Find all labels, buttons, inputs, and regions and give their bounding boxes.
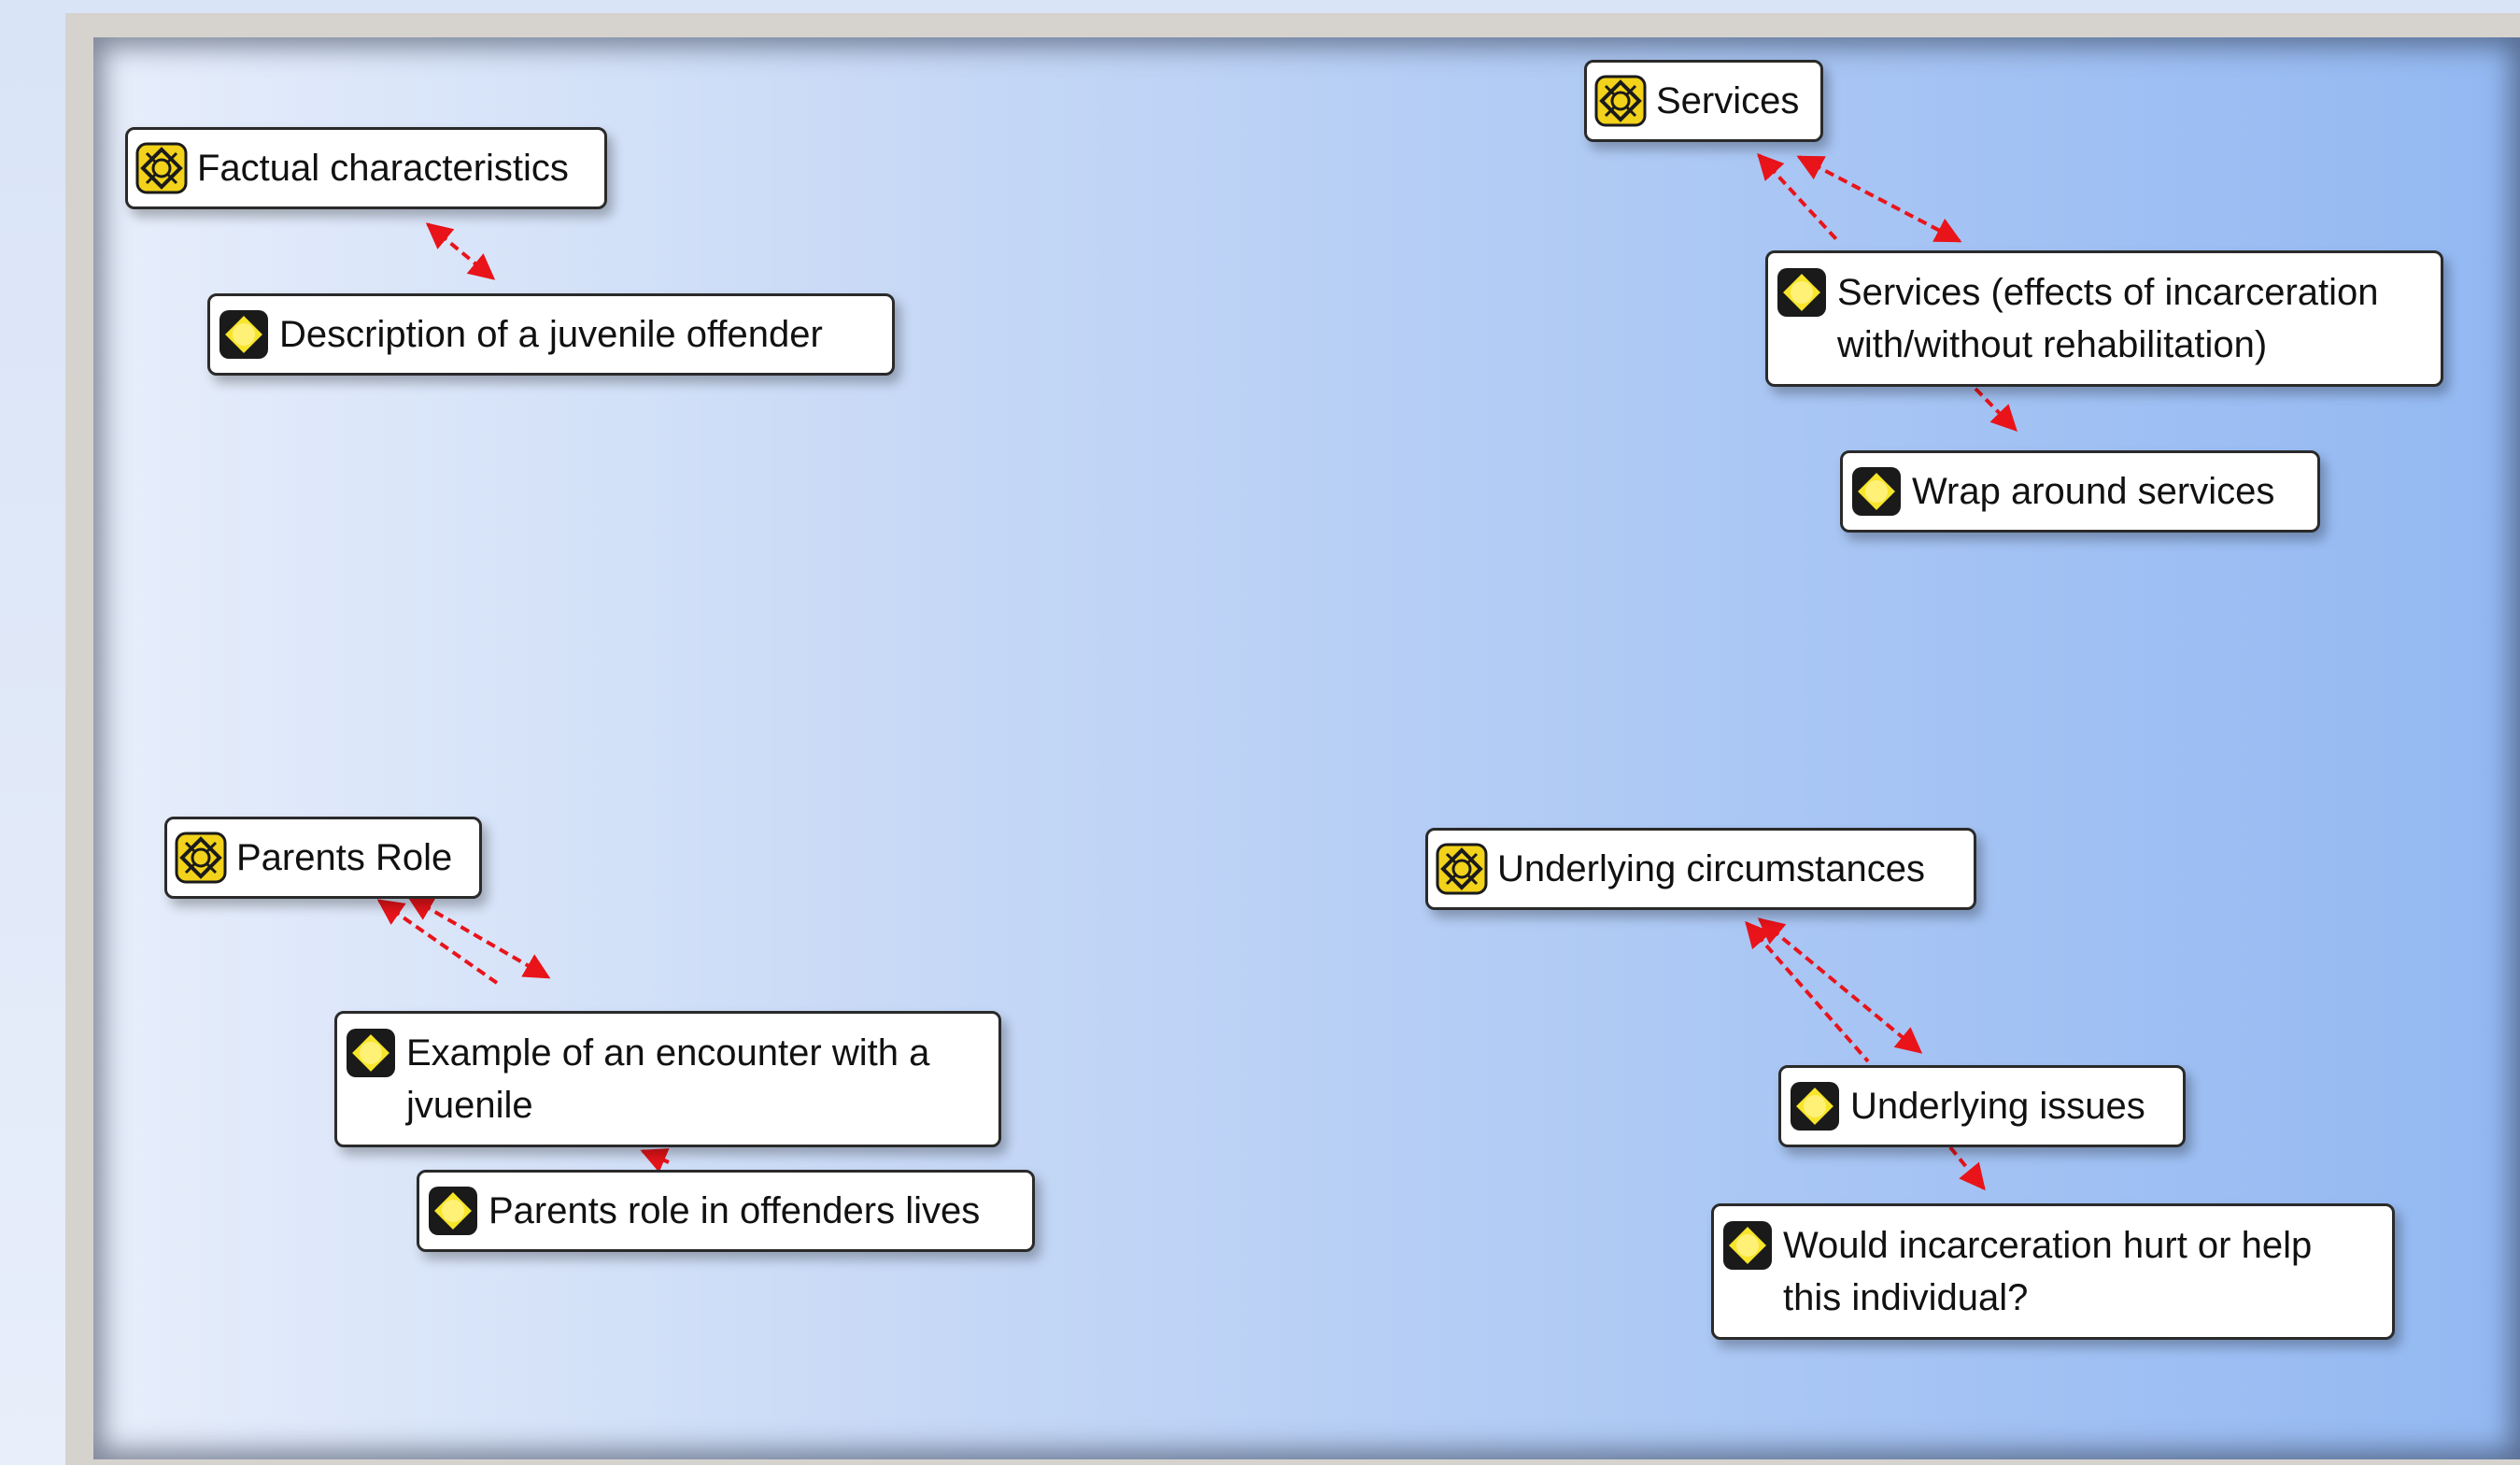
link-example-lives — [640, 1148, 670, 1173]
node-label: Description of a juvenile offender — [279, 314, 823, 355]
node-label: Factual characteristics — [197, 148, 569, 189]
black-node-icon — [1723, 1221, 1772, 1270]
link-services-effects-b — [1796, 155, 1962, 243]
node-label: Wrap around services — [1912, 471, 2275, 512]
node-label: Parents role in offenders lives — [488, 1190, 981, 1231]
node-factual-characteristics[interactable]: Factual characteristics — [125, 127, 607, 209]
node-services-effects[interactable]: Services (effects of incarceration with/… — [1765, 250, 2443, 387]
node-parents-role[interactable]: Parents Role — [164, 817, 482, 899]
black-node-icon — [1791, 1082, 1839, 1131]
black-node-icon — [429, 1187, 477, 1235]
diagram-canvas[interactable]: Factual characteristics Description of a… — [93, 37, 2520, 1459]
gold-node-icon — [135, 142, 188, 194]
link-factual-description — [425, 222, 496, 280]
node-label: Underlying circumstances — [1497, 848, 1925, 889]
link-services-effects-a — [1757, 152, 1838, 241]
node-parents-role-offenders-lives[interactable]: Parents role in offenders lives — [417, 1170, 1035, 1252]
link-layer — [376, 152, 2017, 1191]
link-effects-wrap — [1974, 387, 2017, 433]
node-label: Example of an encounter with a jvuenile — [406, 1032, 930, 1126]
link-circumstances-issues-a — [1745, 920, 1870, 1063]
node-example-encounter[interactable]: Example of an encounter with a jvuenile — [334, 1011, 1001, 1147]
node-label: Underlying issues — [1850, 1086, 2145, 1127]
node-underlying-issues[interactable]: Underlying issues — [1778, 1065, 2186, 1147]
node-label: Services (effects of incarceration with/… — [1837, 272, 2379, 365]
gold-node-icon — [1594, 75, 1647, 127]
node-label: Would incarceration hurt or help this in… — [1783, 1225, 2313, 1318]
black-node-icon — [1852, 467, 1901, 516]
gold-node-icon — [175, 832, 227, 884]
link-issues-would — [1948, 1145, 1986, 1191]
black-node-icon — [347, 1029, 395, 1077]
node-description-juvenile-offender[interactable]: Description of a juvenile offender — [207, 293, 895, 376]
link-parents-example-b — [406, 895, 551, 979]
node-services[interactable]: Services — [1584, 60, 1823, 142]
black-node-icon — [1777, 268, 1826, 317]
node-would-incarceration[interactable]: Would incarceration hurt or help this in… — [1711, 1203, 2395, 1340]
black-node-icon — [219, 310, 268, 359]
link-circumstances-issues-b — [1757, 917, 1923, 1054]
node-label: Services — [1656, 80, 1800, 121]
node-label: Parents Role — [236, 837, 453, 878]
node-wrap-around-services[interactable]: Wrap around services — [1840, 450, 2320, 533]
node-underlying-circumstances[interactable]: Underlying circumstances — [1425, 828, 1976, 910]
gold-node-icon — [1436, 843, 1488, 895]
